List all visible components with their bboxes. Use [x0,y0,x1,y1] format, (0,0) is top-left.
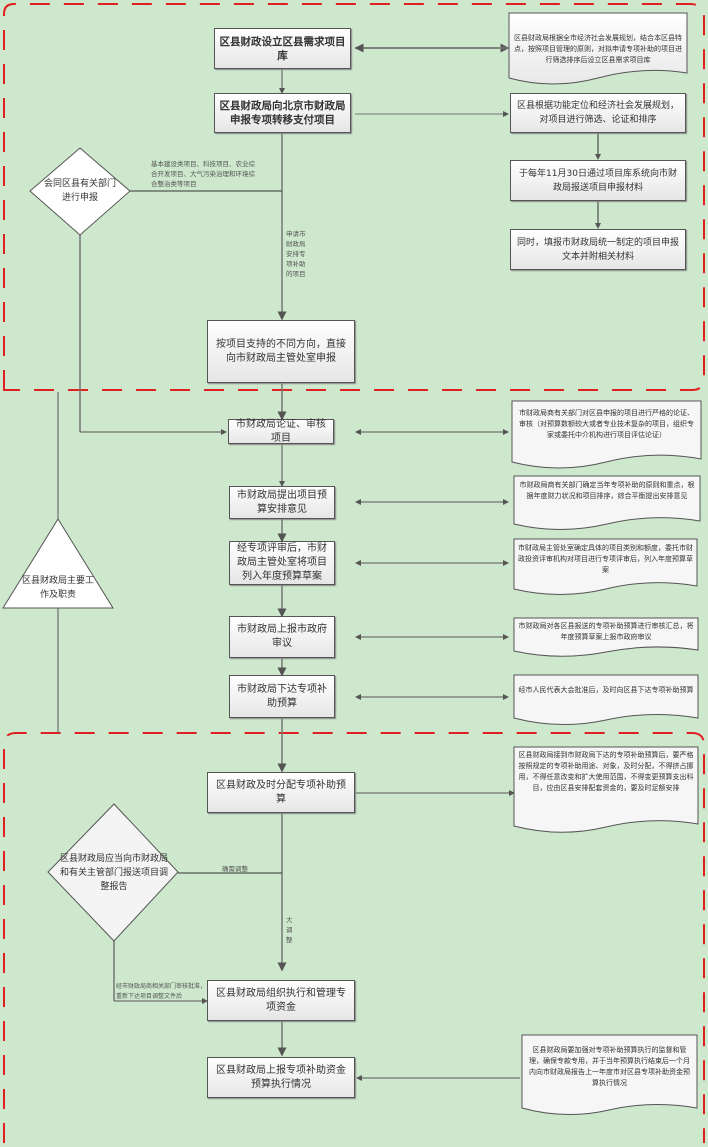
process-allocate-budget: 区县财政及时分配专项补助预算 [207,772,355,813]
edge-label-after-approval: 经市财政局商相关部门审核批准，重新下达项目调整文件后 [116,983,207,1000]
note-city-review-detail: 市财政局商有关部门对区县申报的项目进行严格的论证、审核（对预算数额较大或者专业技… [519,409,694,439]
decision-diamond-1 [29,147,131,236]
process-execute-manage-funds: 区县财政局组织执行和管理专项资金 [207,980,355,1021]
note-submit-nov30: 于每年11月30日通过项目库系统向市财政局报送项目申报材料 [510,160,686,201]
edge-label-major-adjustment: 大调整 [286,916,293,944]
note-summary-review: 市财政局对各区县报送的专项补助预算进行审核汇总，将年度预算草案上报市政府审议 [518,622,694,641]
process-city-review: 市财政局论证、审核项目 [228,419,334,444]
doc-shape-r9 [513,674,699,725]
doc-shape-r6 [513,475,701,530]
doc-shape-r1 [508,12,688,85]
note-project-categories: 市财政局主管处室确定具体的项目类别和额度，委托市财政投资评审机构对项目进行专项评… [518,544,693,574]
decision-diamond-2 [47,803,179,942]
note-screening: 区县根据功能定位和经济社会发展规划，对项目进行筛选、论证和排序 [510,93,686,133]
triangle-shape [2,518,114,609]
doc-shape-r5 [511,400,702,469]
decision-adjustment-report-text: 区县财政局应当向市财政局和有关主管部门报送项目调整报告 [60,854,169,892]
process-report-execution: 区县财政局上报专项补助资金预算执行情况 [207,1057,355,1098]
doc-shape-r11 [521,1034,698,1115]
note-congress-approval: 经市人民代表大会批准后，及时向区县下达专项补助预算 [518,686,694,694]
edge-label-project-types: 基本建设类项目、科技项目、农业综合开发项目、大气污染治理和环境综合整治类等项目 [151,160,255,188]
note-budget-principles: 市财政局商有关部门确定当年专项补助的原则和重点，根据年度财力状况和项目排序，综合… [519,481,695,500]
edge-label-adjustment-needed: 确需调整 [222,865,248,873]
process-create-project-library: 区县财政设立区县需求项目库 [214,28,351,69]
edge-label-city-subsidy: 申请市财政局安排专项补助的项目 [286,230,306,278]
doc-shape-r8 [513,617,699,657]
triangle-duties-text: 区县财政局主要工作及职责 [22,576,95,600]
process-report-transfer-projects: 区县财政局向北京市财政局申报专项转移支付项目 [214,93,351,133]
note-execution-supervision: 区县财政局要加强对专项补助预算执行的监督和管理，确保专款专用，并于当年预算执行结… [529,1046,690,1087]
process-submit-government: 市财政局上报市政府审议 [229,616,335,658]
doc-shape-r7 [513,538,698,595]
note-project-library: 区县财政局根据全市经济社会发展规划，结合本区县特点，按照项目管理的原则，对拟申请… [514,34,682,64]
decision-joint-report-text: 会同区县有关部门进行申报 [43,179,116,203]
process-direct-report: 按项目支持的不同方向，直接向市财政局主管处室申报 [207,320,355,383]
process-annual-budget-draft: 经专项评审后，市财政局主管处室将项目列入年度预算草案 [229,541,335,585]
note-fill-forms: 同时，填报市财政局统一制定的项目申报文本并附相关材料 [510,229,686,270]
doc-shape-r10 [513,746,699,833]
process-issue-subsidy-budget: 市财政局下达专项补助预算 [229,675,335,718]
group-border-top [3,3,705,391]
process-budget-opinion: 市财政局提出项目预算安排意见 [229,486,335,519]
note-allocation-rules: 区县财政局接到市财政局下达的专项补助预算后，要严格按照规定的专项补助用途、对象，… [518,751,694,792]
group-border-bottom [3,732,705,1143]
